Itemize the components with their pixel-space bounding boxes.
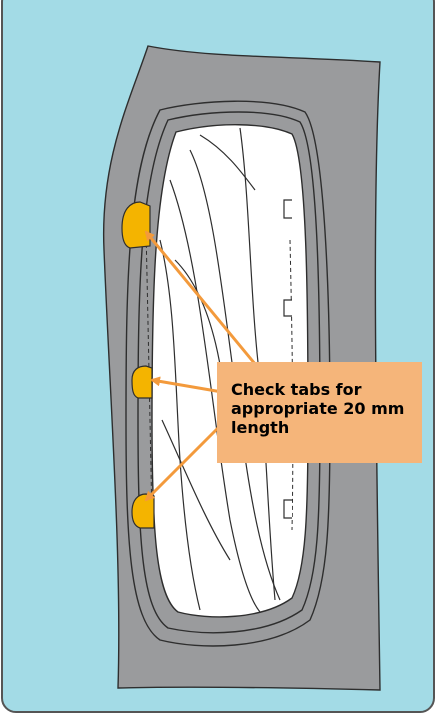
tab-marker-icon [132,494,154,528]
callout-line-2: appropriate 20 mm [231,399,416,418]
callout-line-1: Check tabs for [231,380,416,399]
tab-length-callout: Check tabs for appropriate 20 mm length [217,362,422,463]
callout-line-3: length [231,418,416,437]
tab-marker-icon [122,202,150,248]
tab-marker-icon [132,366,152,398]
